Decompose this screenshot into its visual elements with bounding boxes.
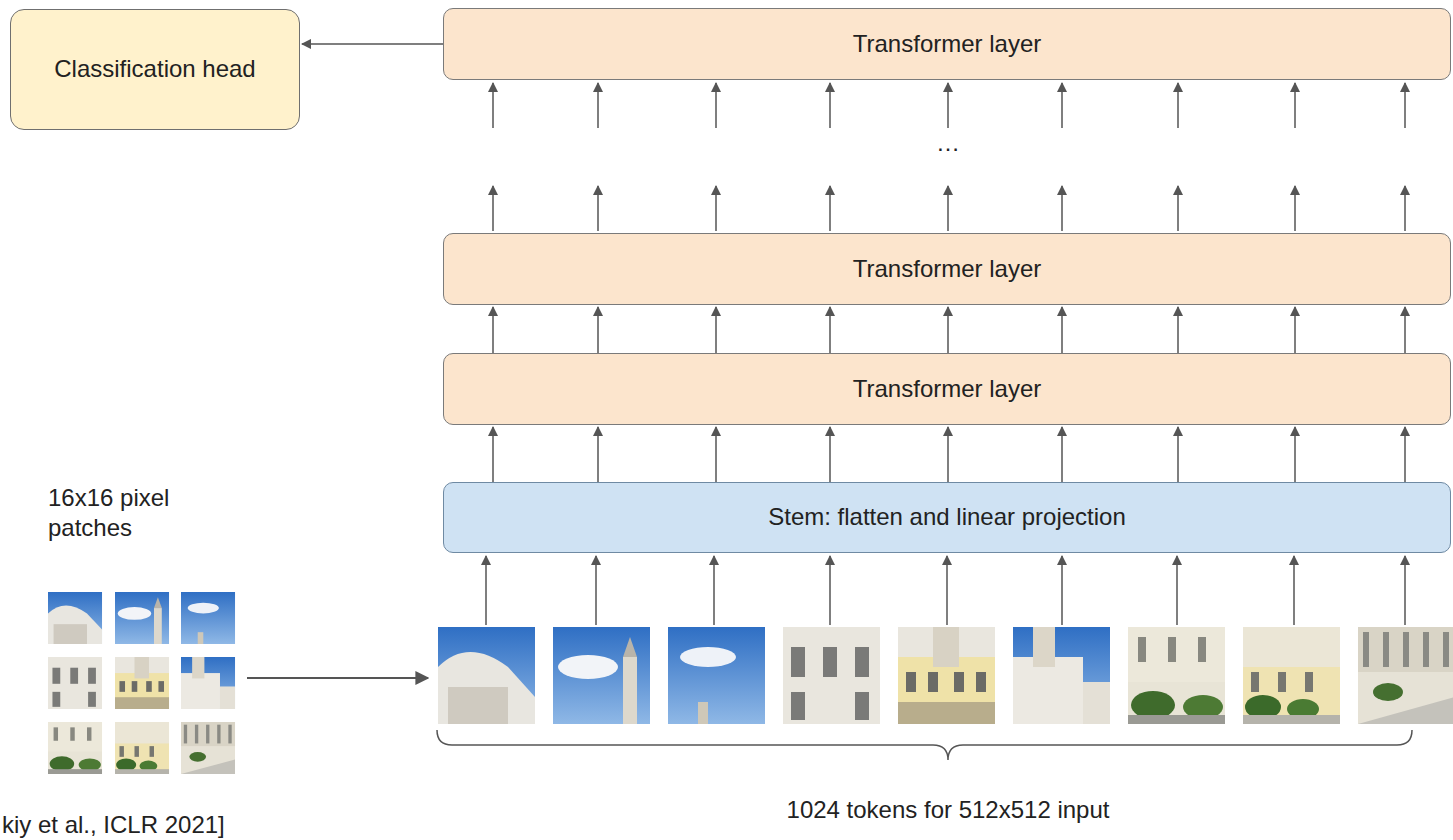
connector-arrow xyxy=(1294,307,1296,353)
transformer-layer-box: Transformer layer xyxy=(443,8,1451,80)
connector-arrow xyxy=(1061,307,1063,353)
token-count-label: 1024 tokens for 512x512 input xyxy=(698,795,1198,825)
connector-arrow xyxy=(829,307,831,353)
box-text: Classification head xyxy=(54,55,255,84)
connector-arrow xyxy=(1294,427,1296,482)
patch-size-label: 16x16 pixel patches xyxy=(48,483,248,543)
transformer-layer-box: Transformer layer xyxy=(443,233,1451,305)
citation: kiy et al., ICLR 2021] xyxy=(2,810,302,840)
connector-arrow xyxy=(492,427,494,482)
connector-arrow xyxy=(829,427,831,482)
stem-box: Stem: flatten and linear projection xyxy=(443,482,1451,553)
connector-arrow xyxy=(1061,427,1063,482)
output-head-box: Classification head xyxy=(10,9,300,130)
connector-arrow xyxy=(1177,427,1179,482)
connector-arrow xyxy=(1404,427,1406,482)
connector-arrow xyxy=(302,43,443,45)
ellipsis: … xyxy=(918,128,978,158)
connector-arrow xyxy=(492,307,494,353)
box-text: Transformer layer xyxy=(853,30,1041,59)
connector-arrow xyxy=(597,307,599,353)
transformer-layer-box: Transformer layer xyxy=(443,353,1451,425)
box-text: Transformer layer xyxy=(853,375,1041,404)
connector-arrow xyxy=(1404,307,1406,353)
box-text: Transformer layer xyxy=(853,255,1041,284)
connector-arrow xyxy=(597,427,599,482)
connector-arrow xyxy=(947,307,949,353)
box-text: Stem: flatten and linear projection xyxy=(768,503,1126,532)
connector-arrow xyxy=(715,307,717,353)
connector-arrow xyxy=(715,427,717,482)
connector-arrow xyxy=(947,427,949,482)
connector-arrow xyxy=(1177,307,1179,353)
